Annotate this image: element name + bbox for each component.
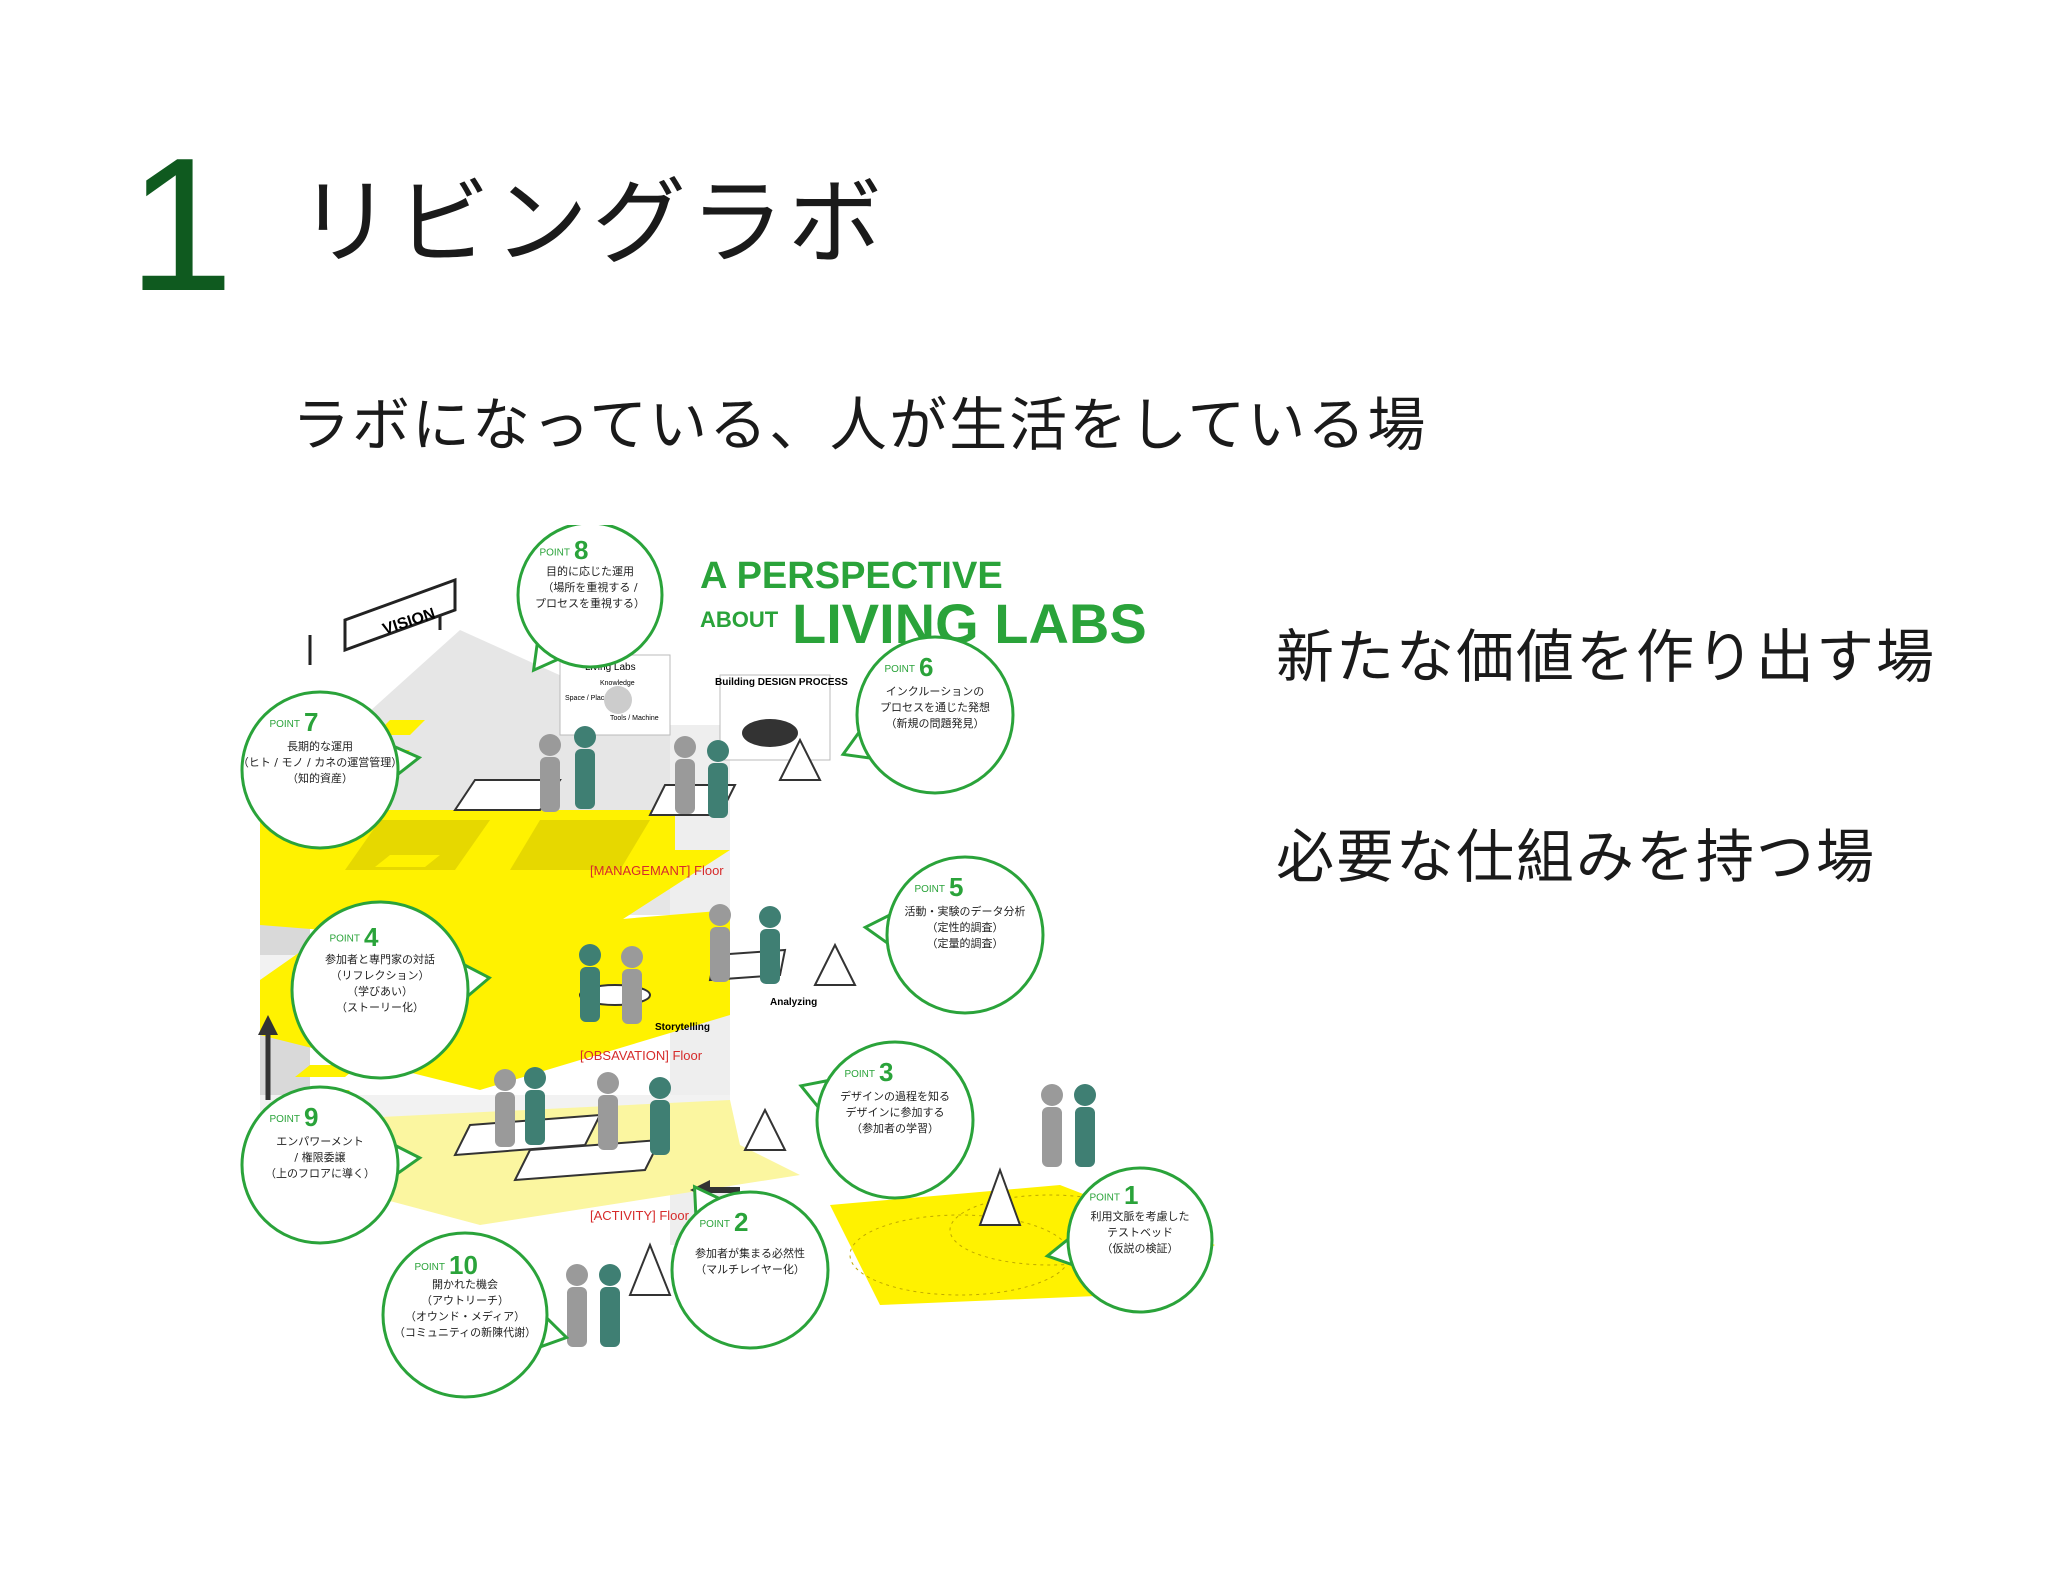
upward-arrow-head bbox=[258, 1015, 278, 1035]
bubble-text-line: （上のフロアに導く） bbox=[265, 1166, 375, 1180]
analyzing-label: Analyzing bbox=[770, 997, 817, 1008]
bubble-text-line: 活動・実験のデータ分析 bbox=[905, 904, 1026, 918]
slide-title: リビングラボ bbox=[298, 169, 887, 278]
bubble-circle bbox=[290, 900, 470, 1080]
bubble-text-line: テストベッド bbox=[1107, 1226, 1173, 1239]
bubble-text-line: 参加者が集まる必然性 bbox=[695, 1246, 805, 1260]
bubble-circle bbox=[516, 525, 664, 669]
bubble-text-line: （新規の問題発見） bbox=[886, 716, 985, 730]
bubble-point-tag: POINT bbox=[539, 547, 570, 558]
bubble-text-line: （参加者の学習） bbox=[851, 1121, 939, 1135]
management-floor-shadow-2 bbox=[510, 820, 650, 870]
bubble-circle bbox=[240, 1085, 400, 1245]
bubble-text-line: （知的資産） bbox=[287, 771, 353, 785]
bubble-text-line: （アウトリーチ） bbox=[421, 1294, 509, 1307]
point-bubble-5: POINT 5 活動・実験のデータ分析 （定性的調査） （定量的調査） bbox=[862, 855, 1045, 1015]
bubble-point-number: 5 bbox=[949, 872, 963, 902]
bubble-text-line: 利用文脈を考慮した bbox=[1091, 1209, 1190, 1223]
board-living-labs: Living Labs bbox=[585, 662, 636, 673]
point-bubble-2: POINT 2 参加者が集まる必然性 （マルチレイヤー化） bbox=[670, 1184, 830, 1350]
bubble-point-tag: POINT bbox=[269, 1114, 300, 1125]
bubble-point-number: 6 bbox=[919, 652, 933, 682]
board-knowledge: Knowledge bbox=[600, 680, 635, 687]
bubble-text-line: （ストーリー化） bbox=[336, 1000, 424, 1014]
management-floor-shadow-1 bbox=[345, 820, 490, 870]
key-point-1: 新たな価値を作り出す場 bbox=[1276, 623, 1937, 691]
vision-sign: VISION bbox=[308, 577, 457, 665]
bubble-text-line: プロセスを重視する） bbox=[535, 596, 645, 610]
stair-step-4 bbox=[375, 855, 440, 867]
bubble-point-number: 2 bbox=[734, 1207, 748, 1237]
bubble-point-tag: POINT bbox=[884, 664, 915, 675]
point-bubble-9: POINT 9 エンパワーメント / 権限委譲 （上のフロアに導く） bbox=[240, 1085, 423, 1245]
bubble-text-line: デザインに参加する bbox=[846, 1105, 945, 1119]
bubble-text-line: エンパワーメント bbox=[276, 1135, 364, 1148]
bubble-text-line: （リフレクション） bbox=[331, 969, 430, 982]
board-tools: Tools / Machine bbox=[610, 715, 659, 722]
board-space-place: Space / Place bbox=[565, 695, 608, 702]
design-process-board: Building DESIGN PROCESS bbox=[715, 674, 848, 761]
bubble-text-line: 開かれた機会 bbox=[432, 1277, 498, 1291]
people-figures bbox=[494, 726, 1096, 1347]
bubble-text-line: （マルチレイヤー化） bbox=[695, 1262, 805, 1276]
bubble-text-line: （学びあい） bbox=[347, 984, 413, 998]
bubble-text-line: 参加者と専門家の対話 bbox=[325, 952, 435, 966]
bubble-text-line: プロセスを通じた発想 bbox=[880, 700, 990, 714]
storytelling-label: Storytelling bbox=[655, 1022, 710, 1033]
bubble-point-number: 7 bbox=[304, 707, 318, 737]
bubble-circle bbox=[670, 1190, 830, 1350]
living-labs-diagram: VISION Living Labs Knowledge Space / Pla… bbox=[240, 525, 1215, 1399]
bubble-text-line: （定量的調査） bbox=[927, 936, 1004, 950]
bubble-text-line: （オウンド・メディア） bbox=[405, 1309, 525, 1323]
bubble-text-line: 長期的な運用 bbox=[287, 739, 353, 753]
board-building: Building DESIGN PROCESS bbox=[715, 677, 848, 688]
slide-subtitle: ラボになっている、人が生活をしている場 bbox=[292, 391, 1428, 459]
bubble-text-line: （仮説の検証） bbox=[1102, 1241, 1179, 1255]
bubble-text-line: （ヒト / モノ / カネの運営管理） bbox=[240, 755, 402, 769]
bubble-point-number: 10 bbox=[449, 1250, 478, 1280]
bubble-point-tag: POINT bbox=[414, 1262, 445, 1273]
slide-number: 1 bbox=[128, 119, 234, 331]
bubble-point-number: 4 bbox=[364, 922, 379, 952]
bubble-text-line: （コミュニティの新陳代謝） bbox=[394, 1325, 536, 1339]
bubble-point-tag: POINT bbox=[269, 719, 300, 730]
diagram-title-about: ABOUT bbox=[700, 607, 779, 632]
bubble-point-tag: POINT bbox=[1089, 1192, 1120, 1203]
bubble-point-number: 9 bbox=[304, 1102, 318, 1132]
bubble-circle bbox=[240, 690, 400, 850]
bubble-circle bbox=[815, 1040, 975, 1200]
bubble-point-tag: POINT bbox=[329, 934, 360, 945]
bubble-circle bbox=[1066, 1166, 1214, 1314]
bubble-point-number: 8 bbox=[574, 535, 588, 565]
point-bubble-7: POINT 7 長期的な運用 （ヒト / モノ / カネの運営管理） （知的資産） bbox=[240, 690, 423, 850]
activity-floor-label: [ACTIVITY] Floor bbox=[590, 1208, 690, 1223]
bubble-point-number: 1 bbox=[1124, 1180, 1138, 1210]
bubble-circle bbox=[381, 1231, 549, 1399]
bubble-text-line: インクルーションの bbox=[886, 685, 984, 698]
bubble-circle bbox=[855, 635, 1015, 795]
bubble-point-tag: POINT bbox=[914, 884, 945, 895]
bubble-point-tag: POINT bbox=[699, 1219, 730, 1230]
bubble-text-line: （定性的調査） bbox=[927, 920, 1004, 934]
bubble-text-line: （場所を重視する / bbox=[542, 580, 637, 594]
key-point-2: 必要な仕組みを持つ場 bbox=[1276, 823, 1877, 891]
stair-step-5 bbox=[350, 880, 415, 892]
bubble-point-tag: POINT bbox=[844, 1069, 875, 1080]
bubble-point-number: 3 bbox=[879, 1057, 893, 1087]
management-floor-label: [MANAGEMANT] Floor bbox=[590, 863, 724, 878]
observation-floor-label: [OBSAVATION] Floor bbox=[580, 1048, 703, 1063]
diagram-title-line1: A PERSPECTIVE bbox=[700, 555, 1003, 597]
bubble-text-line: / 権限委譲 bbox=[294, 1150, 345, 1164]
bubble-text-line: デザインの過程を知る bbox=[840, 1089, 950, 1103]
bubble-text-line: 目的に応じた運用 bbox=[546, 564, 634, 578]
living-labs-board: Living Labs Knowledge Space / Place Tool… bbox=[559, 654, 671, 736]
bubble-circle bbox=[885, 855, 1045, 1015]
